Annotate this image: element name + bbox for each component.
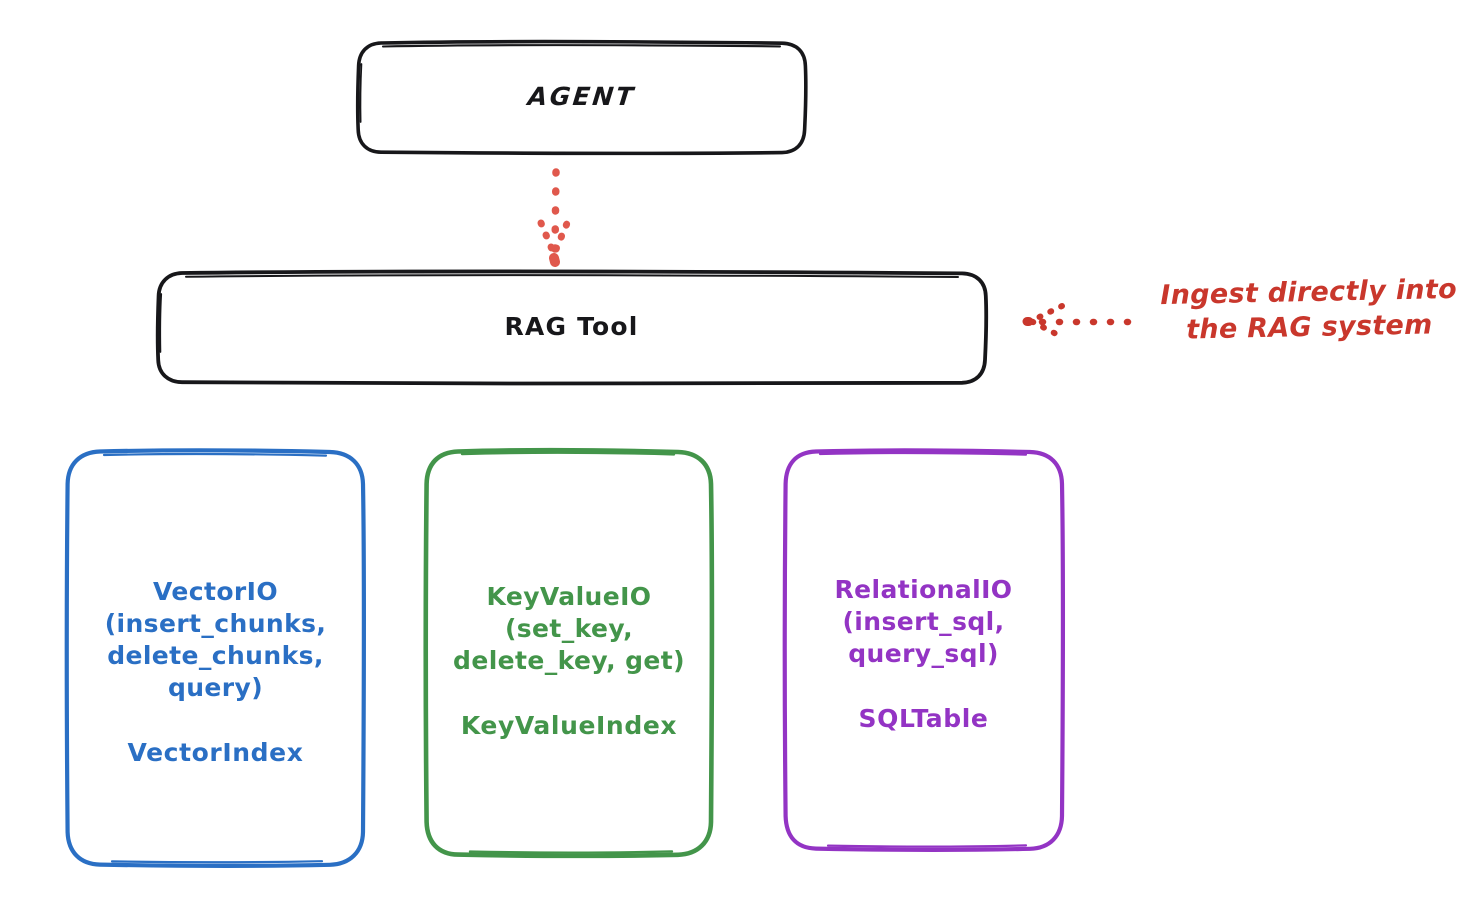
node-rag-tool[interactable]: RAG Tool — [157, 271, 986, 384]
node-agent[interactable]: AGENT — [357, 41, 806, 154]
connector-agent-to-rag-tool — [537, 168, 572, 267]
node-rag-tool-label: RAG Tool — [504, 312, 639, 342]
annotation-ingest-directly: Ingest directly into the RAG system — [1160, 273, 1458, 346]
node-vector-io-content: VectorIO (insert_chunks, delete_chunks, … — [105, 576, 327, 767]
node-vector-io-api-label: VectorIO (insert_chunks, delete_chunks, … — [104, 576, 327, 702]
node-key-value-io-content: KeyValueIO (set_key, delete_key, get) Ke… — [453, 581, 685, 740]
node-key-value-io-api-label: KeyValueIO (set_key, delete_key, get) — [453, 581, 685, 675]
node-relational-io-content: RelationalIO (insert_sql, query_sql) SQL… — [835, 574, 1013, 733]
node-relational-io-index-label: SQLTable — [858, 703, 989, 733]
node-vector-io-index-label: VectorIndex — [127, 737, 304, 767]
connector-ingest-to-rag-tool — [1022, 303, 1132, 340]
node-key-value-io-index-label: KeyValueIndex — [460, 710, 678, 740]
node-agent-label: AGENT — [526, 82, 637, 112]
node-relational-io[interactable]: RelationalIO (insert_sql, query_sql) SQL… — [785, 449, 1062, 851]
node-key-value-io[interactable]: KeyValueIO (set_key, delete_key, get) Ke… — [427, 449, 711, 857]
node-relational-io-api-label: RelationalIO (insert_sql, query_sql) — [834, 574, 1013, 668]
node-vector-io[interactable]: VectorIO (insert_chunks, delete_chunks, … — [67, 449, 364, 867]
